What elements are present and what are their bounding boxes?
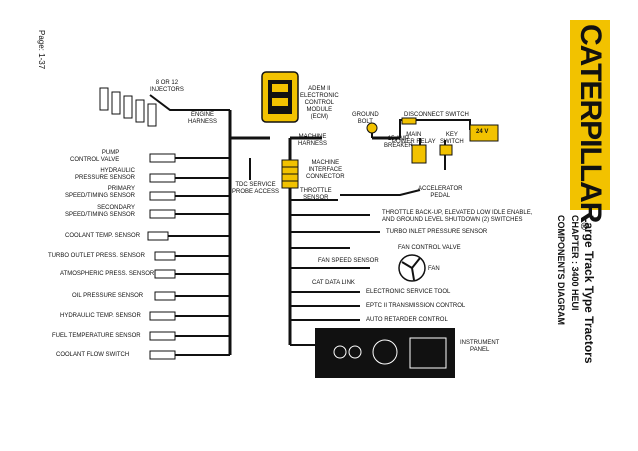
label-retarder: AUTO RETARDER CONTROL [366, 317, 448, 323]
label-key-switch: KEY SWITCH [440, 132, 464, 145]
battery [469, 124, 499, 142]
label-turbo-inlet: TURBO INLET PRESSURE SENSOR [386, 229, 488, 235]
injectors [99, 87, 157, 127]
label-battery: 24 V [476, 129, 489, 135]
label-service-tool: ELECTRONIC SERVICE TOOL [366, 289, 451, 295]
label-machine-harness: MACHINE HARNESS [298, 134, 328, 147]
label-fan-speed: FAN SPEED SENSOR [318, 258, 379, 264]
label-hydraulic-temp: HYDRAULIC TEMP. SENSOR [60, 313, 141, 319]
page-number: Page: 1-37 [37, 30, 46, 70]
key-switch [439, 144, 453, 156]
label-tdc-probe: TDC SERVICE PROBE ACCESS [232, 182, 280, 195]
left-branches [149, 94, 251, 356]
disconnect-switch [401, 117, 417, 125]
label-interface-connector: MACHINE INTERFACE CONNECTOR [306, 160, 345, 180]
label-throttle-backup: THROTTLE BACK-UP, ELEVATED LOW IDLE ENAB… [382, 210, 533, 223]
breaker [366, 122, 378, 134]
chapter-label: CHAPTER : 3400 HEUI [570, 215, 580, 311]
label-cat-data-link: CAT DATA LINK [312, 280, 355, 286]
label-transmission: EPTC II TRANSMISSION CONTROL [366, 303, 466, 309]
label-atmospheric: ATMOSPHERIC PRESS. SENSOR [60, 271, 155, 277]
label-ground-bolt: GROUND BOLT [352, 112, 379, 125]
label-pump-control: PUMP CONTROL VALVE [70, 150, 120, 163]
label-accel-pedal: ACCELERATOR PEDAL [418, 186, 463, 199]
label-instrument-panel: INSTRUMENT PANEL [460, 340, 500, 353]
label-breaker: 15 AMP BREAKER [384, 136, 413, 149]
label-fan-control: FAN CONTROL VALVE [398, 245, 461, 251]
main-relay [411, 144, 427, 164]
ecm-module [261, 71, 299, 123]
label-turbo-outlet: TURBO OUTLET PRESS. SENSOR [48, 253, 145, 259]
label-disconnect: DISCONNECT SWITCH [404, 112, 469, 118]
instrument-panel [315, 328, 455, 378]
label-throttle-sensor: THROTTLE SENSOR [300, 188, 332, 201]
label-coolant-flow: COOLANT FLOW SWITCH [56, 352, 130, 358]
label-secondary-timing: SECONDARY SPEED/TIMING SENSOR [65, 205, 136, 218]
label-fuel-temp: FUEL TEMPERATURE SENSOR [52, 333, 141, 339]
label-injectors: 8 OR 12 INJECTORS [150, 80, 184, 93]
label-coolant-temp: COOLANT TEMP. SENSOR [65, 233, 141, 239]
label-oil-pressure: OIL PRESSURE SENSOR [72, 293, 144, 299]
label-fan: FAN [428, 266, 440, 272]
label-primary-timing: PRIMARY SPEED/TIMING SENSOR [65, 186, 136, 199]
brand-bar [570, 20, 610, 210]
label-main-relay: MAIN POWER RELAY [392, 132, 436, 145]
interface-connector [281, 159, 299, 189]
page-title: Large Track Type Tractors [582, 215, 596, 364]
diagram-subtitle: COMPONENTS DIAGRAM [556, 215, 566, 325]
label-engine-harness: ENGINE HARNESS [188, 112, 218, 125]
left-sensors [147, 153, 176, 360]
brand-logo: CATERPILLAR® [574, 24, 607, 229]
label-hydraulic-pressure: HYDRAULIC PRESSURE SENSOR [75, 168, 136, 181]
label-ecm: ADEM II ELECTRONIC CONTROL MODULE (ECM) [300, 86, 339, 120]
fan [398, 254, 426, 282]
